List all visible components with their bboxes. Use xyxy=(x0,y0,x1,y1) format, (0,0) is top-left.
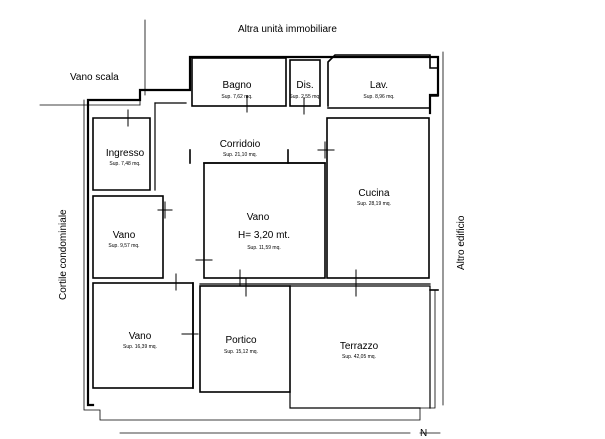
north-label: N xyxy=(420,428,428,439)
room-vano-center-area: Sup. 11,59 mq. xyxy=(247,245,281,251)
room-corridoio-area: Sup. 21,10 mq. xyxy=(223,152,257,158)
context-top-label: Altra unità immobiliare xyxy=(238,24,337,35)
context-left-label: Cortile condominiale xyxy=(58,209,69,300)
room-bagno-name: Bagno xyxy=(222,80,252,91)
room-terrazzo-name: Terrazzo xyxy=(339,341,379,352)
room-vano-bottom-name: Vano xyxy=(128,331,152,342)
room-terrazzo-area: Sup. 42,05 mq. xyxy=(342,354,376,360)
room-vano-left-area: Sup. 9,57 mq. xyxy=(108,243,140,249)
room-ingresso-area: Sup. 7,48 mq. xyxy=(109,161,141,167)
room-portico-area: Sup. 15,12 mq. xyxy=(224,349,258,355)
cucina-wall xyxy=(326,117,430,279)
terrazzo-wall xyxy=(289,285,431,409)
outer-wall-thin xyxy=(83,99,436,421)
room-cucina-area: Sup. 28,19 mq. xyxy=(357,201,391,207)
room-vano-bottom-area: Sup. 16,39 mq. xyxy=(123,344,157,350)
room-dis-area: Sup. 2,55 mq. xyxy=(289,94,321,100)
room-vano-center-height: H= 3,20 mt. xyxy=(238,230,290,241)
context-stair-label: Vano scala xyxy=(70,72,119,83)
context-right-label: Altro edificio xyxy=(456,215,467,270)
room-portico-name: Portico xyxy=(225,335,257,346)
room-ingresso-name: Ingresso xyxy=(105,148,145,159)
vano-left-wall xyxy=(92,195,164,279)
room-corridoio-name: Corridoio xyxy=(219,139,261,150)
room-bagno-area: Sup. 7,62 mq. xyxy=(221,94,253,100)
bagno-wall xyxy=(191,57,287,107)
vano-center-wall xyxy=(203,162,326,279)
door-marks xyxy=(127,95,357,343)
portico-wall xyxy=(199,285,291,393)
room-dis-name: Dis. xyxy=(296,80,314,91)
outer-wall xyxy=(86,55,440,407)
room-lav-name: Lav. xyxy=(369,80,389,91)
room-vano-center-name: Vano xyxy=(246,212,270,223)
room-lav-area: Sup. 8,96 mq. xyxy=(363,94,395,100)
lav-wall xyxy=(327,54,439,109)
room-vano-left-name: Vano xyxy=(112,230,136,241)
room-cucina-name: Cucina xyxy=(358,188,390,199)
